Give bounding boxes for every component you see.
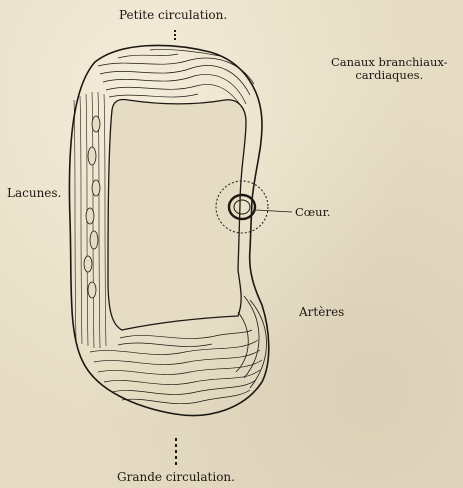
- label-canaux-line2: cardiaques.: [331, 69, 448, 82]
- label-petite-circulation: Petite circulation.: [119, 9, 227, 22]
- label-lacunes: Lacunes.: [7, 187, 61, 200]
- vessel-strands-bottom: [90, 330, 262, 404]
- label-coeur: Cœur.: [295, 206, 330, 219]
- vessel-inner-contour: [108, 99, 246, 330]
- label-grande-circulation: Grande circulation.: [117, 471, 235, 484]
- artery-arcs: [236, 296, 267, 388]
- label-canaux-branchiaux-cardiaques: Canaux branchiaux- cardiaques.: [331, 56, 448, 82]
- lacunes-holes: [84, 116, 100, 298]
- label-arteres: Artères: [299, 306, 344, 319]
